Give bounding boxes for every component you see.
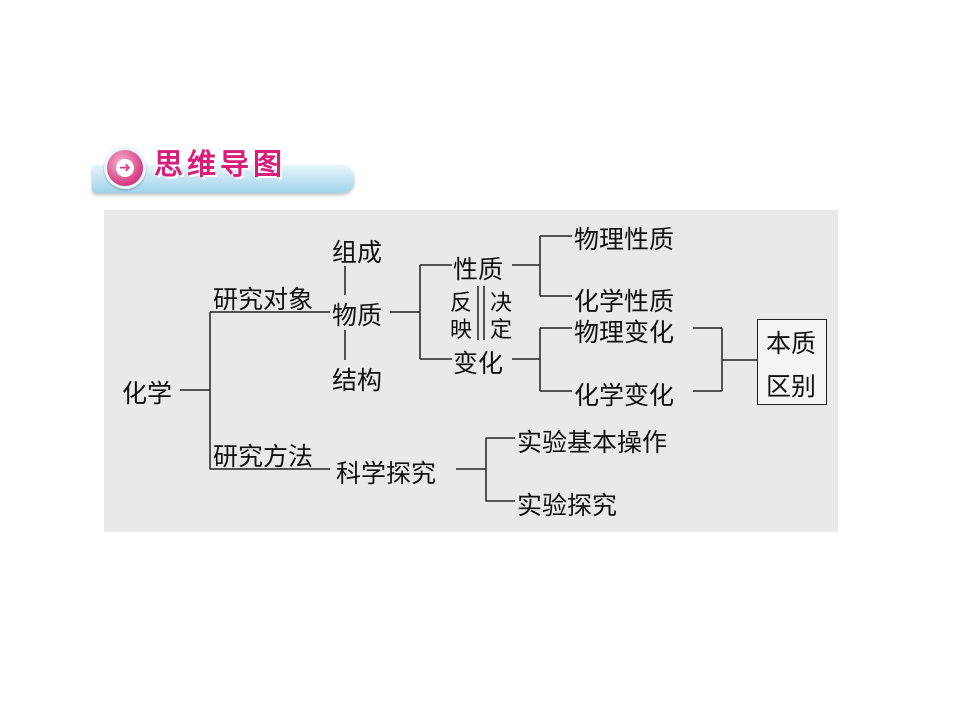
header-badge: ➜ (104, 147, 146, 189)
diagram-panel (104, 210, 838, 532)
node-research-method: 研究方法 (213, 442, 314, 471)
label-decide-1: 决 (490, 291, 513, 316)
label-decide-2: 定 (490, 318, 513, 343)
header-title: 思维导图 (154, 147, 287, 181)
node-property: 性质 (453, 255, 504, 284)
node-matter: 物质 (332, 301, 383, 330)
essence-box (757, 319, 827, 405)
label-reflect-2: 映 (450, 318, 473, 343)
node-chemical-property: 化学性质 (574, 287, 675, 316)
label-reflect-1: 反 (450, 291, 473, 316)
node-structure: 结构 (332, 366, 383, 395)
label-essence-1: 本质 (766, 329, 817, 358)
node-chemical-change: 化学变化 (574, 381, 675, 410)
arrow-right-circle-icon: ➜ (116, 159, 134, 177)
node-research-object: 研究对象 (213, 285, 314, 314)
label-essence-2: 区别 (766, 372, 817, 401)
node-composition: 组成 (332, 238, 383, 267)
node-physical-property: 物理性质 (574, 225, 675, 254)
node-change: 变化 (453, 349, 504, 378)
node-experiment-inquiry: 实验探究 (517, 491, 618, 520)
node-physical-change: 物理变化 (574, 318, 675, 347)
node-basic-operation: 实验基本操作 (517, 428, 668, 457)
mindmap-header: ➜ 思维导图 (92, 139, 354, 195)
node-chemistry: 化学 (122, 379, 173, 408)
node-scientific-inquiry: 科学探究 (336, 459, 437, 488)
